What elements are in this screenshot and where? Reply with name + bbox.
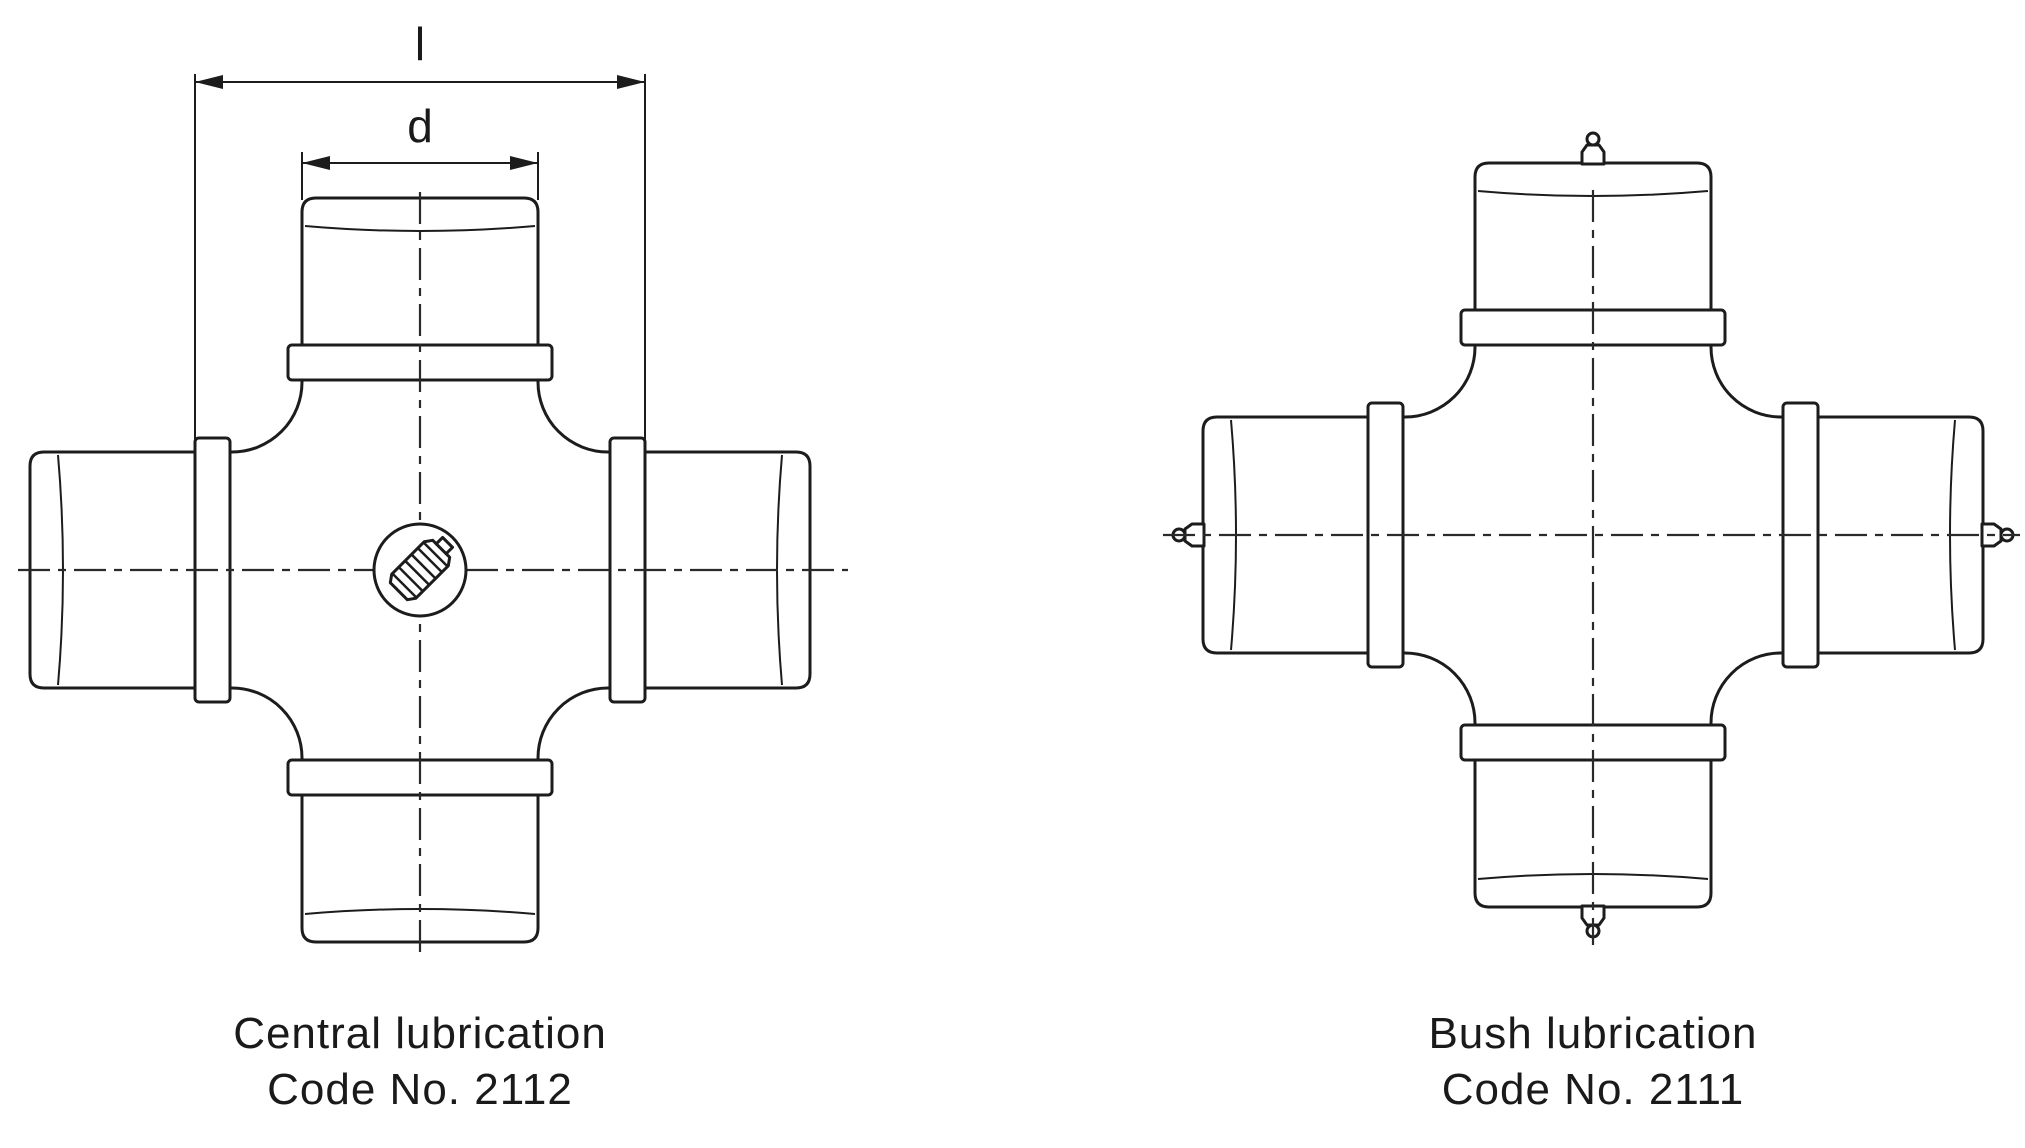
diameter-dimension-label: d [407,100,433,152]
central-grease-fitting-icon [372,522,468,618]
fitting-hatching [392,542,448,598]
length-dimension: l [194,18,646,446]
central-caption-line1: Central lubrication [233,1009,607,1058]
arrowhead-right [510,156,538,170]
right-bearing-cup [642,450,812,690]
bush-caption-line2: Code No. 2111 [1442,1065,1744,1114]
diameter-dimension: d [301,100,539,200]
top-cap-seam [304,225,536,232]
left-bearing-cup [28,450,198,690]
arrowhead-left [302,156,330,170]
bush-lubrication-figure: Bush lubrication Code No. 2111 [1163,131,2020,1114]
central-caption-line2: Code No. 2112 [267,1065,573,1114]
length-dimension-label: l [415,18,425,70]
arrowhead-left [195,75,223,89]
top-grease-nipple-icon [1580,131,1606,166]
central-lubrication-figure: l d Central lubrication Code No. 2112 [18,18,848,1114]
bush-caption-line1: Bush lubrication [1428,1009,1757,1058]
arrowhead-right [617,75,645,89]
